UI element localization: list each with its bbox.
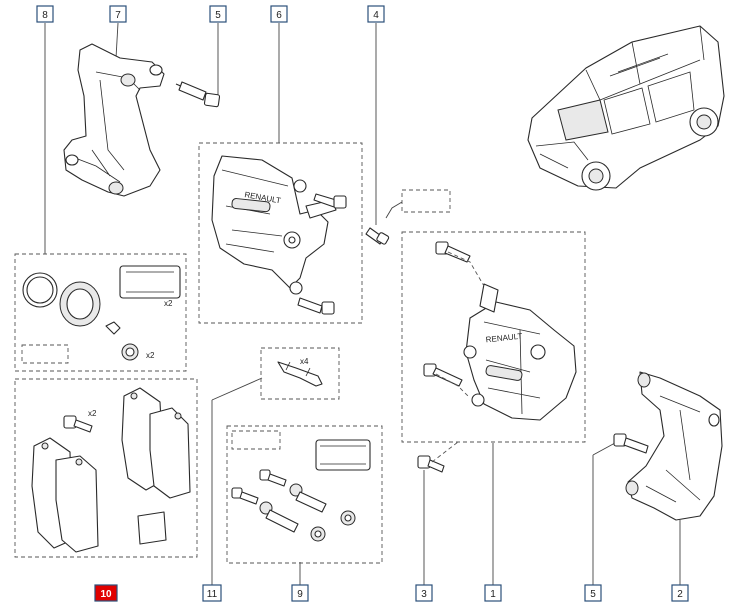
- callout-2-label: 2: [677, 589, 683, 600]
- seal-kit-boot-qty: x2: [146, 351, 155, 360]
- callout-1[interactable]: 1: [484, 584, 502, 602]
- callout-3-label: 3: [421, 589, 427, 600]
- callout-9[interactable]: 9: [291, 584, 309, 602]
- callout-5-top[interactable]: 5: [209, 5, 227, 23]
- callout-6[interactable]: 6: [270, 5, 288, 23]
- caliper-carrier-left: [63, 43, 165, 197]
- callout-1-label: 1: [490, 589, 496, 600]
- caliper-brand-text-right: RENAULT: [485, 332, 523, 345]
- callout-5-bottom-label: 5: [590, 589, 596, 600]
- bleeder-screw: [365, 227, 390, 245]
- frame-spring-clips: [260, 347, 340, 400]
- callout-2[interactable]: 2: [671, 584, 689, 602]
- callout-6-label: 6: [276, 10, 282, 21]
- callout-11[interactable]: 11: [202, 584, 222, 602]
- leader-lines: [44, 22, 681, 585]
- caliper-bolts-right: [417, 241, 471, 473]
- frame-seal-label: [21, 344, 69, 364]
- callout-7[interactable]: 7: [109, 5, 127, 23]
- grease-packet: [119, 265, 181, 299]
- frame-caliper-left: [198, 142, 363, 324]
- guide-pin-parts: [231, 439, 371, 542]
- spring-clip-qty: x4: [300, 357, 309, 366]
- frame-caliper-right: [401, 231, 586, 443]
- caliper-carrier-right: [625, 371, 723, 521]
- spring-clip-parts: x4: [277, 357, 323, 387]
- callout-4-label: 4: [373, 10, 379, 21]
- callout-9-label: 9: [297, 589, 303, 600]
- frame-pin-label: [231, 430, 281, 450]
- callout-7-label: 7: [115, 10, 121, 21]
- bolt-top: [175, 81, 221, 108]
- seal-kit-pad-qty: x2: [164, 299, 173, 308]
- callout-8[interactable]: 8: [36, 5, 54, 23]
- callout-10-label: 10: [100, 589, 112, 600]
- frame-seal-kit: [14, 253, 187, 372]
- callout-5-bottom[interactable]: 5: [584, 584, 602, 602]
- caliper-body-left: RENAULT: [211, 155, 337, 295]
- bolt-right: [613, 433, 649, 454]
- grease-sachet: [315, 439, 371, 471]
- callout-10[interactable]: 10: [94, 584, 118, 602]
- pads-bolt-qty: x2: [88, 409, 97, 418]
- frame-bleeder-label: [401, 189, 451, 213]
- frame-brake-pads: [14, 378, 198, 558]
- instruction-leaflet: [137, 511, 167, 545]
- callout-3[interactable]: 3: [415, 584, 433, 602]
- brake-pads-parts: x2: [31, 387, 191, 553]
- callout-8-label: 8: [42, 10, 48, 21]
- caliper-body-right: RENAULT: [463, 283, 577, 421]
- caliper-bolts-left: [297, 193, 347, 315]
- callout-4[interactable]: 4: [367, 5, 385, 23]
- dashed-frames: [14, 142, 586, 564]
- callout-11-label: 11: [207, 589, 218, 600]
- seal-kit-parts: x2 x2: [22, 265, 181, 361]
- vehicle-illustration: [527, 25, 725, 191]
- callout-5-top-label: 5: [215, 10, 221, 21]
- frame-guide-pins: [226, 425, 383, 564]
